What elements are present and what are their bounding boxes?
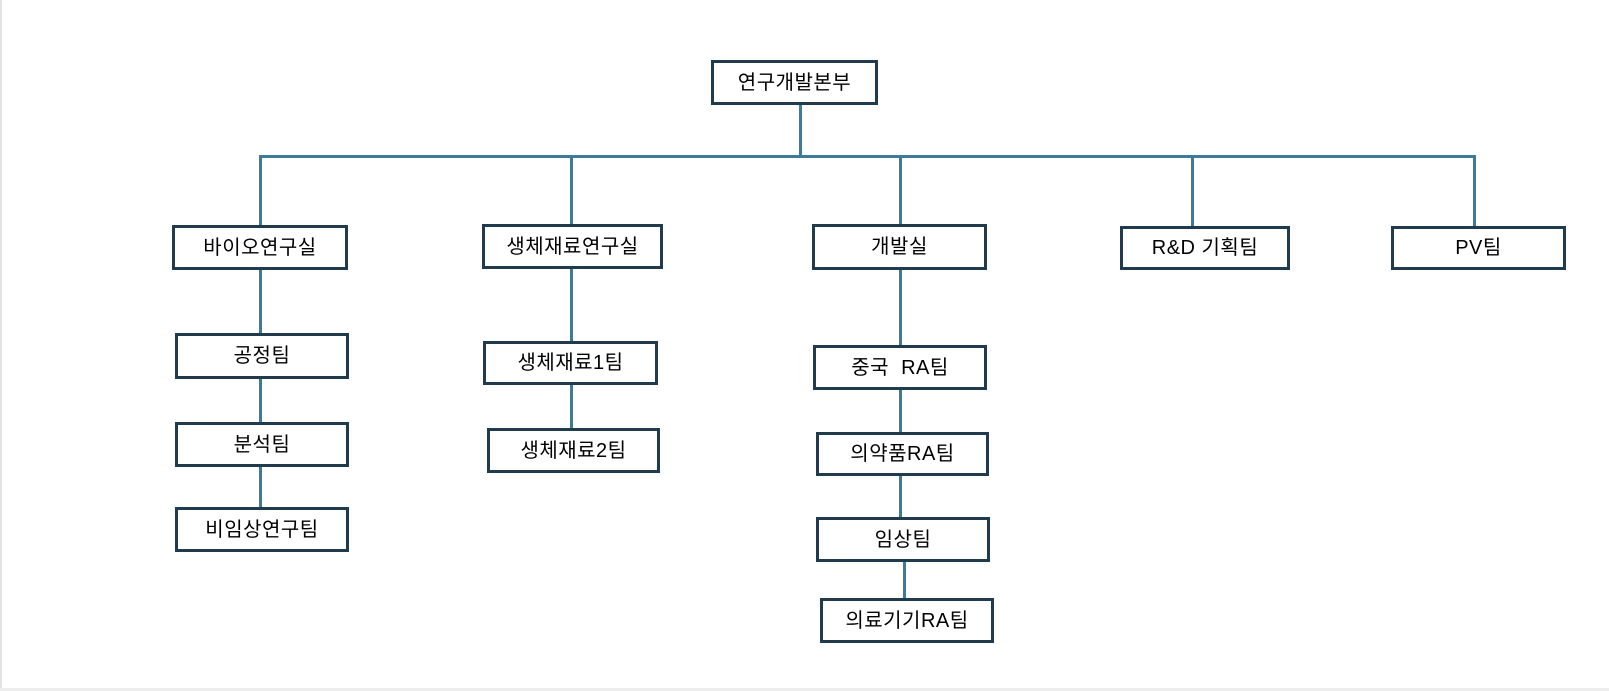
org-node-biomaterial-lab[interactable]: 생체재료연구실	[482, 224, 663, 269]
org-node-nonclinical-research-team[interactable]: 비임상연구팀	[175, 507, 349, 552]
org-node-label: 생체재료2팀	[520, 439, 627, 462]
connector-drop-bio-lab	[259, 155, 262, 225]
connector-dev-3	[899, 476, 902, 517]
org-node-rnd-headquarters[interactable]: 연구개발본부	[711, 60, 878, 105]
org-node-label: 분석팀	[233, 433, 291, 456]
connector-dev-4	[903, 562, 906, 598]
org-node-biomaterial-team-2[interactable]: 생체재료2팀	[487, 428, 660, 473]
org-node-medical-device-ra-team[interactable]: 의료기기RA팀	[820, 598, 994, 643]
connector-bio-3	[259, 467, 262, 507]
org-node-label: 연구개발본부	[737, 71, 852, 94]
org-node-analysis-team[interactable]: 분석팀	[175, 422, 349, 467]
page-edge-bottom	[0, 688, 1609, 691]
connector-dev-1	[899, 270, 902, 345]
connector-biomat-2	[570, 385, 573, 428]
connector-biomat-1	[570, 269, 573, 341]
connector-trunk	[259, 155, 1476, 158]
org-node-rnd-planning-team[interactable]: R&D 기획팀	[1120, 226, 1290, 270]
org-node-label: 개발실	[871, 236, 928, 258]
org-node-label: PV팀	[1455, 237, 1502, 259]
connector-dev-2	[899, 390, 902, 432]
connector-drop-rnd-planning	[1191, 155, 1194, 226]
connector-bio-2	[259, 379, 262, 422]
org-node-pharma-ra-team[interactable]: 의약품RA팀	[816, 432, 989, 476]
org-node-bio-lab[interactable]: 바이오연구실	[172, 225, 348, 270]
org-node-label: 바이오연구실	[203, 236, 317, 259]
org-node-clinical-team[interactable]: 임상팀	[816, 517, 990, 562]
org-node-label: 공정팀	[233, 345, 291, 367]
org-node-dev-office[interactable]: 개발실	[812, 224, 987, 270]
connector-drop-dev-office	[899, 155, 902, 224]
connector-bio-1	[259, 270, 262, 333]
org-node-label: 의료기기RA팀	[845, 609, 969, 632]
org-node-label: 생체재료1팀	[517, 352, 624, 374]
org-node-label: R&D 기획팀	[1151, 237, 1259, 259]
org-node-label: 임상팀	[874, 528, 932, 551]
org-node-china-ra-team[interactable]: 중국 RA팀	[813, 345, 987, 390]
connector-root-drop	[799, 104, 802, 158]
org-node-label: 의약품RA팀	[850, 443, 955, 465]
org-node-pv-team[interactable]: PV팀	[1391, 226, 1566, 270]
org-node-biomaterial-team-1[interactable]: 생체재료1팀	[483, 341, 658, 385]
connector-drop-biomaterial-lab	[570, 155, 573, 224]
connector-drop-pv-team	[1473, 155, 1476, 226]
org-node-label: 중국 RA팀	[851, 356, 949, 379]
org-node-label: 비임상연구팀	[205, 518, 319, 541]
org-node-label: 생체재료연구실	[506, 235, 639, 258]
page-edge-left	[0, 0, 2, 691]
org-node-process-team[interactable]: 공정팀	[175, 333, 349, 379]
